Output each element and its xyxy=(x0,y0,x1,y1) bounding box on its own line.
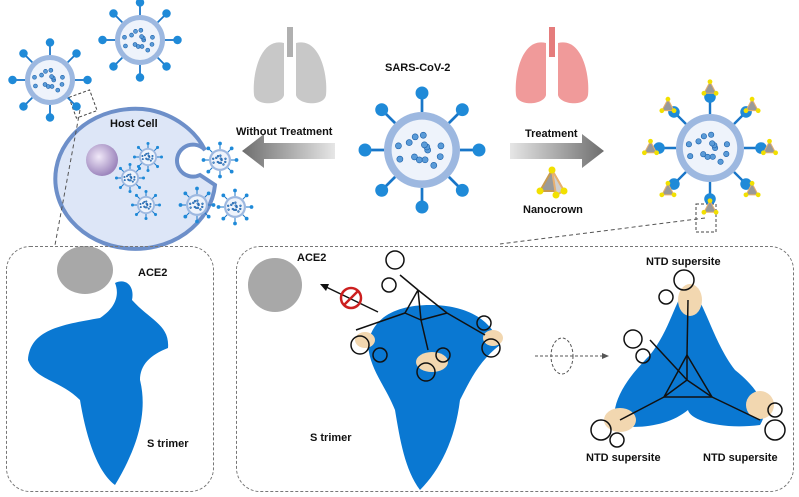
panel-nanocrown-blocking xyxy=(236,246,794,492)
panel-ace2-binding xyxy=(6,246,214,492)
arrow-right-icon xyxy=(510,134,604,168)
virus-with-nanocrown xyxy=(642,79,778,215)
ace2-protein-mid xyxy=(248,258,302,312)
virus-internal-1 xyxy=(132,141,164,173)
nanocrown-icon xyxy=(536,166,568,199)
nanocrown-structure-mid xyxy=(350,250,501,382)
ace2-label-left: ACE2 xyxy=(138,267,168,279)
without-treatment-label: Without Treatment xyxy=(236,126,333,138)
highlight-box-right xyxy=(695,203,717,233)
s-trimer-left xyxy=(28,281,169,485)
host-cell-label: Host Cell xyxy=(110,118,158,130)
virus-sars-cov-2 xyxy=(358,86,486,214)
virus-internal-2 xyxy=(114,162,146,194)
lungs-red-icon xyxy=(515,27,589,104)
nanocrown-label: Nanocrown xyxy=(523,204,583,216)
connector-line-right xyxy=(499,217,706,245)
s-trimer-label-left: S trimer xyxy=(147,438,189,450)
ace2-protein-left xyxy=(57,246,113,294)
rotate-icon xyxy=(535,337,609,375)
lungs-gray-icon xyxy=(253,27,327,104)
treatment-label: Treatment xyxy=(525,128,578,140)
block-icon xyxy=(339,286,363,310)
s-trimer-label-mid: S trimer xyxy=(310,432,352,444)
virus-released-1 xyxy=(201,141,239,179)
ntd-supersite-label-top: NTD supersite xyxy=(646,256,721,268)
sars-cov-2-label: SARS-CoV-2 xyxy=(385,62,451,74)
nanocrown-structure-right xyxy=(590,269,786,448)
virus-internal-3 xyxy=(130,189,162,221)
virus-attaching-1 xyxy=(8,38,92,122)
arrow-left-icon xyxy=(242,134,335,168)
connector-line-left xyxy=(54,109,81,246)
virus-released-3 xyxy=(216,188,254,226)
ntd-supersite-label-bottom-right: NTD supersite xyxy=(703,452,778,464)
ace2-label-mid: ACE2 xyxy=(297,252,327,264)
virus-released-2 xyxy=(178,186,216,224)
ntd-supersite-label-bottom-left: NTD supersite xyxy=(586,452,661,464)
nucleus xyxy=(86,144,118,176)
virus-attaching-2 xyxy=(98,0,182,82)
